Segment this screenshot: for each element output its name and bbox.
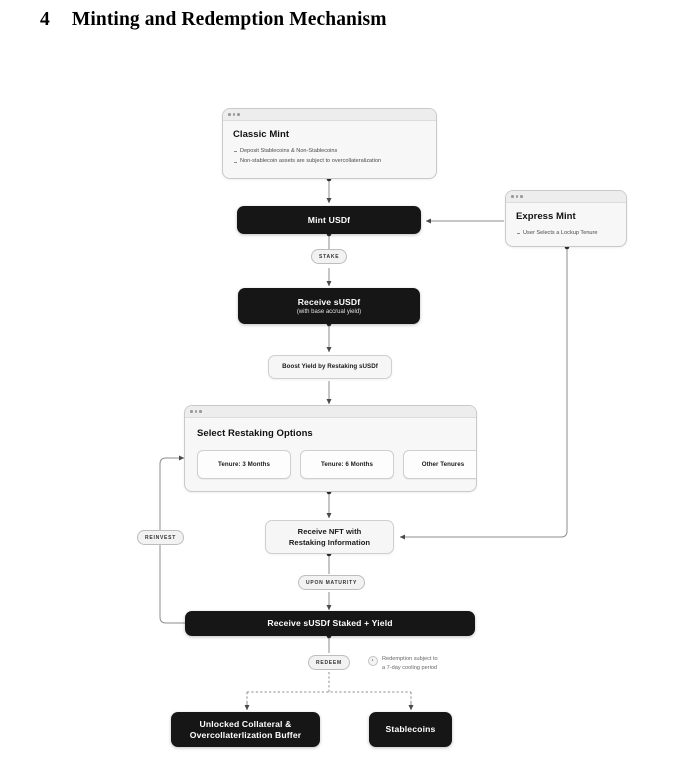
list-item: Deposit Stablecoins & Non-Stablecoins (233, 146, 426, 156)
tenure-option-6-months[interactable]: Tenure: 6 Months (300, 450, 394, 479)
unlocked-collateral-line1: Unlocked Collateral & (199, 718, 292, 729)
window-dot-icon (520, 195, 523, 198)
unlocked-collateral-line2: Overcollaterlization Buffer (189, 729, 302, 740)
card-titlebar (185, 406, 476, 418)
node-boost-yield[interactable]: Boost Yield by Restaking sUSDf (268, 355, 392, 379)
redeem-label: REDEEM (316, 659, 342, 666)
window-dot-icon (199, 410, 202, 413)
stake-label: STAKE (319, 253, 340, 260)
list-item: User Selects a Lockup Tenure (516, 228, 616, 238)
receive-nft-line2: Restaking Information (288, 538, 371, 547)
stablecoins-label: Stablecoins (385, 724, 436, 735)
upon-maturity-label: UPON MATURITY (306, 579, 358, 586)
redemption-note-line2: a 7-day cooling period (382, 664, 438, 671)
receive-staked-yield-label: Receive sUSDf Staked + Yield (267, 618, 393, 629)
clock-icon (368, 656, 378, 666)
redemption-note: Redemption subject to a 7-day cooling pe… (368, 655, 438, 672)
express-mint-title: Express Mint (516, 211, 576, 222)
receive-susdf-label: Receive sUSDf (297, 296, 361, 307)
page-title: 4 Minting and Redemption Mechanism (40, 9, 387, 31)
classic-mint-bullets: Deposit Stablecoins & Non-Stablecoins No… (233, 146, 426, 167)
card-body: Select Restaking Options Tenure: 3 Month… (185, 418, 476, 489)
mint-usdf-label: Mint USDf (307, 214, 351, 225)
select-restaking-title: Select Restaking Options (197, 428, 313, 439)
edge-label-upon-maturity: UPON MATURITY (298, 575, 366, 590)
section-number: 4 (40, 9, 50, 30)
node-unlocked-collateral[interactable]: Unlocked Collateral & Overcollaterlizati… (171, 712, 320, 747)
window-dot-icon (194, 410, 198, 413)
receive-susdf-sublabel: (with base accrual yield) (296, 309, 362, 316)
section-title: Minting and Redemption Mechanism (71, 9, 387, 30)
card-body: Classic Mint Deposit Stablecoins & Non-S… (223, 121, 436, 176)
node-receive-nft[interactable]: Receive NFT with Restaking Information (265, 520, 394, 554)
edge-label-redeem: REDEEM (308, 655, 350, 670)
window-dot-icon (232, 113, 236, 116)
window-dot-icon (237, 113, 240, 116)
tenure-option-row: Tenure: 3 Months Tenure: 6 Months Other … (197, 450, 476, 479)
edge-label-reinvest: REINVEST (137, 530, 185, 545)
node-receive-susdf[interactable]: Receive sUSDf (with base accrual yield) (238, 288, 420, 324)
node-stablecoins[interactable]: Stablecoins (369, 712, 452, 747)
node-select-restaking-options[interactable]: Select Restaking Options Tenure: 3 Month… (184, 405, 477, 492)
window-dot-icon (228, 113, 231, 116)
boost-yield-label: Boost Yield by Restaking sUSDf (282, 363, 378, 371)
card-body: Express Mint User Selects a Lockup Tenur… (506, 203, 626, 246)
classic-mint-title: Classic Mint (233, 129, 290, 140)
tenure-option-3-months[interactable]: Tenure: 3 Months (197, 450, 291, 479)
list-item: Non-stablecoin assets are subject to ove… (233, 156, 426, 166)
node-classic-mint[interactable]: Classic Mint Deposit Stablecoins & Non-S… (222, 108, 437, 179)
window-dot-icon (190, 410, 193, 413)
window-dot-icon (511, 195, 514, 198)
card-titlebar (223, 109, 436, 121)
node-express-mint[interactable]: Express Mint User Selects a Lockup Tenur… (505, 190, 627, 247)
tenure-option-other[interactable]: Other Tenures (403, 450, 476, 479)
redemption-note-line1: Redemption subject to (382, 656, 438, 662)
node-receive-staked-yield[interactable]: Receive sUSDf Staked + Yield (185, 611, 475, 636)
card-titlebar (506, 191, 626, 203)
express-mint-bullets: User Selects a Lockup Tenure (516, 228, 616, 238)
node-mint-usdf[interactable]: Mint USDf (237, 206, 421, 234)
window-dot-icon (515, 195, 519, 198)
edge-label-stake: STAKE (311, 249, 348, 264)
receive-nft-line1: Receive NFT with (297, 526, 362, 536)
reinvest-label: REINVEST (145, 534, 177, 541)
